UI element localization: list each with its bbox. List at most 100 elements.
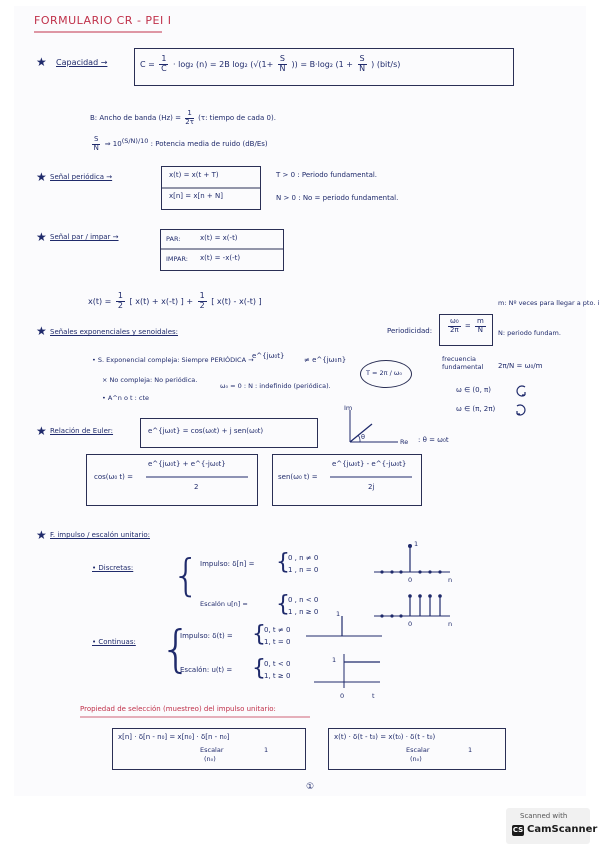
continuous-step-axis: t — [372, 692, 375, 700]
camscanner-logo-icon: CS — [512, 825, 524, 836]
propiedad-discrete-escalar: Escalar — [200, 746, 224, 754]
range1: ω ∈ (0, π) — [456, 386, 491, 394]
propiedad-discrete-n0: (n₀) — [204, 755, 216, 763]
bullet-star-icon: ★ — [36, 170, 47, 184]
esc-d-c1: 0 , n < 0 — [288, 596, 319, 604]
propiedad-underline — [80, 716, 310, 718]
theta-eq: : θ = ω₀t — [418, 436, 449, 444]
sen-num: e^{jω₀t} - e^{-jω₀t} — [332, 460, 407, 468]
discrete-impulse-zero: 0 — [408, 576, 413, 584]
esc-d: Escalón u[n] = — [200, 600, 248, 608]
camscanner-name: CamScanner — [527, 824, 598, 835]
propiedad-box-continuous — [328, 728, 506, 770]
discrete-impulse-axis: n — [448, 576, 453, 584]
freq-eq: 2π/N = ω₀/m — [498, 362, 543, 370]
capacidad-formula-box — [134, 48, 514, 86]
propiedad-box-discrete — [112, 728, 306, 770]
expo-b: ≠ e^{jω₀n} — [304, 356, 347, 364]
cap-mid: · log₂ (n) = 2B log₂ (√(1+ — [173, 59, 274, 69]
continuous-step-zero: 0 — [340, 692, 345, 700]
periodica-eq2: x[n] = x[n + N] — [169, 192, 223, 200]
sen-fraction-bar — [330, 476, 412, 478]
period-t-ellipse — [360, 360, 412, 388]
expo-bullet1: • S. Exponencial compleja: Siempre PERIÓ… — [92, 356, 254, 364]
esc-c-c1: 0, t < 0 — [264, 660, 291, 668]
propiedad-continuous-n0: (n₀) — [410, 755, 422, 763]
imp-d-c2: 1 , n = 0 — [288, 566, 319, 574]
im-axis-label: Im — [344, 404, 353, 412]
propiedad-continuous-escalar: Escalar — [406, 746, 430, 754]
notebook-page: FORMULARIO CR - PEI I ★ Capacidad → C = … — [14, 6, 599, 796]
title-underline — [34, 31, 162, 33]
imp-c-c2: 1, t = 0 — [264, 638, 291, 646]
esc-c-brace: { — [252, 656, 266, 681]
bullet-star-icon: ★ — [36, 324, 47, 338]
range2: ω ∈ (π, 2π) — [456, 405, 496, 413]
capacidad-label: Capacidad → — [56, 58, 108, 67]
esc-d-brace: { — [276, 592, 290, 617]
discretas-brace: { — [172, 550, 200, 601]
cos-den: 2 — [194, 483, 199, 491]
propiedad-eq-discrete: x[n] · δ[n - n₀] = x[n₀] · δ[n - n₀] — [118, 733, 230, 741]
continuas-label: • Continuas: — [92, 638, 136, 646]
periodica-note2: N > 0 : No = periodo fundamental. — [276, 194, 399, 202]
euler-label: Relación de Euler: — [50, 427, 114, 435]
imp-d: Impulso: δ[n] = — [200, 560, 255, 568]
note-n: N: periodo fundam. — [498, 329, 561, 337]
impulso-label: F. impulso / escalón unitario: — [50, 531, 150, 539]
bullet-star-icon: ★ — [36, 424, 47, 438]
propiedad-label: Propiedad de selección (muestreo) del im… — [80, 705, 276, 713]
periodica-divider — [161, 187, 260, 189]
continuous-step-one: 1 — [332, 656, 337, 664]
propiedad-discrete-one: 1 — [264, 746, 269, 754]
cos-lhs: cos(ω₀ t) = — [94, 473, 133, 481]
par-impar-box — [160, 229, 284, 271]
ccw-arrow-icon — [516, 385, 526, 397]
page-title: FORMULARIO CR - PEI I — [34, 14, 172, 27]
periodica-note1: T > 0 : Periodo fundamental. — [276, 171, 378, 179]
sen-den: 2j — [368, 483, 375, 491]
par-label: PAR: — [166, 235, 181, 243]
expo-bullet3: • A^n o t : cte — [102, 394, 150, 402]
period-t-formula: T = 2π / ω₀ — [366, 369, 402, 377]
scanned-with-text: Scanned with — [520, 812, 568, 820]
bullet-star-icon: ★ — [36, 55, 47, 69]
discrete-step-axis: n — [448, 620, 453, 628]
periodicidad-label: Periodicidad: — [387, 327, 433, 335]
freq-label: frecuencia fundamental — [442, 355, 484, 371]
imp-d-brace: { — [276, 550, 290, 575]
theta-label: θ — [361, 433, 365, 441]
euler-eq: e^{jω₀t} = cos(ω₀t) + j sen(ω₀t) — [148, 427, 264, 435]
periodica-eq1: x(t) = x(t + T) — [169, 171, 219, 179]
discrete-impulse-plot — [374, 544, 450, 574]
euler-box — [140, 418, 318, 448]
cos-fraction-bar — [146, 476, 248, 478]
expo-a: e^{jω₀t} — [252, 352, 285, 360]
euler-phasor-diagram — [349, 410, 398, 443]
discrete-step-plot — [374, 594, 450, 618]
continuous-impulse-plot — [306, 616, 382, 637]
continuas-brace: { — [160, 620, 192, 678]
discrete-step-zero: 0 — [408, 620, 413, 628]
esc-c: Escalón: u(t) = — [180, 666, 233, 674]
sen-lhs: sen(ω₀ t) = — [278, 473, 318, 481]
camscanner-badge: Scanned with CS CamScanner — [506, 808, 597, 844]
sen-box — [272, 454, 422, 506]
impar-eq: x(t) = -x(-t) — [200, 254, 241, 262]
imp-c-c1: 0, t ≠ 0 — [264, 626, 291, 634]
propiedad-continuous-one: 1 — [468, 746, 473, 754]
propiedad-eq-continuous: x(t) · δ(t - t₀) = x(t₀) · δ(t - t₀) — [334, 733, 436, 741]
re-axis-label: Re — [400, 438, 409, 446]
periodicidad-box — [439, 314, 493, 346]
page-number: ① — [306, 782, 315, 792]
par-eq: x(t) = x(-t) — [200, 234, 238, 242]
continuous-step-plot — [314, 654, 380, 688]
